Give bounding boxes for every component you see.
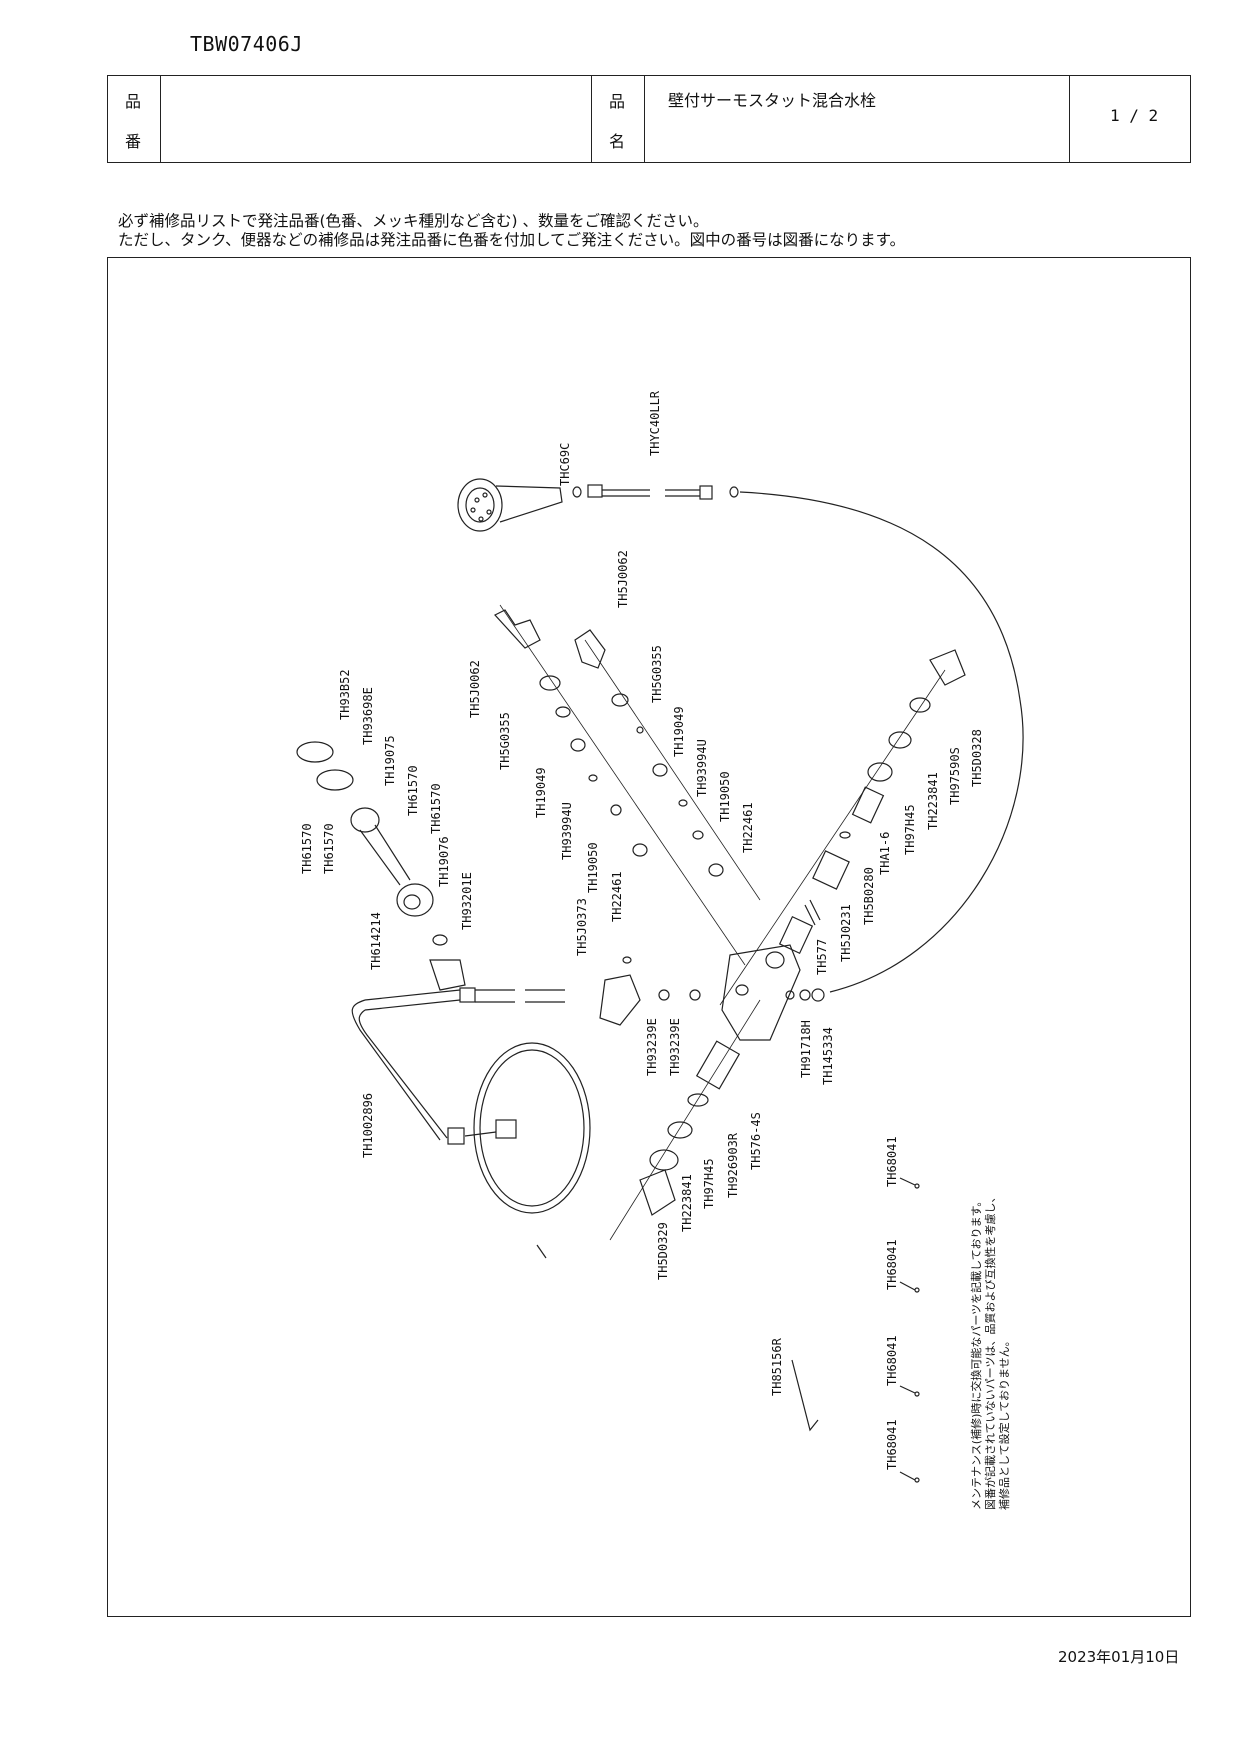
notice-line-1: 必ず補修品リストで発注品番(色番、メッキ種別など含む) 、数量をご確認ください。 xyxy=(118,212,709,230)
issue-date: 2023年01月10日 xyxy=(1058,1648,1180,1666)
part-no-label-top: 品 xyxy=(125,92,142,111)
label-TH68041-b: TH68041 xyxy=(885,1239,899,1290)
right-cartridge-stack xyxy=(778,649,966,955)
maintenance-note-line-1: メンテナンス(補修)時に交換可能なパーツを記載しております。 xyxy=(969,1196,983,1510)
label-TH926903R: TH926903R xyxy=(726,1132,740,1198)
label-TH5D0329: TH5D0329 xyxy=(656,1222,670,1280)
overhead-shower-plate xyxy=(464,1042,591,1214)
label-TH145334: TH145334 xyxy=(821,1027,835,1085)
label-THYC40LLR: THYC40LLR xyxy=(648,390,662,456)
label-TH68041-d: TH68041 xyxy=(885,1419,899,1470)
escutcheon-assembly xyxy=(296,741,466,991)
product-name: 壁付サーモスタット混合水栓 xyxy=(668,91,877,110)
part-no-label-bottom: 番 xyxy=(125,132,142,151)
maintenance-note-line-3: 補修品として設定しておりません。 xyxy=(997,1335,1011,1510)
label-TH1002896: TH1002896 xyxy=(361,1093,375,1158)
hook-hanger-right xyxy=(574,629,724,877)
label-TH19049-b: TH19049 xyxy=(534,767,548,818)
hex-key xyxy=(791,1359,819,1432)
label-TH576-4S: TH576-4S xyxy=(749,1112,763,1170)
label-THC69C: THC69C xyxy=(558,443,572,486)
label-TH22461-a: TH22461 xyxy=(741,802,755,853)
label-TH19050-b: TH19050 xyxy=(586,842,600,893)
label-TH5J0062-a: TH5J0062 xyxy=(616,550,630,608)
label-TH5J0373: TH5J0373 xyxy=(575,898,589,956)
lower-cartridge-stack xyxy=(639,1040,741,1216)
label-TH93B52: TH93B52 xyxy=(338,669,352,720)
label-THA1-6: THA1-6 xyxy=(878,832,892,875)
label-TH85156R: TH85156R xyxy=(770,1337,784,1396)
label-TH19076: TH19076 xyxy=(437,836,451,887)
label-TH22461-b: TH22461 xyxy=(610,871,624,922)
label-TH5G0355-b: TH5G0355 xyxy=(498,712,512,770)
label-TH19075: TH19075 xyxy=(383,735,397,786)
maintenance-note-line-2: 図番が記載されていないパーツは、品質および互換性を考慮し、 xyxy=(983,1192,997,1510)
label-TH5G0355-a: TH5G0355 xyxy=(650,645,664,703)
drawing-frame xyxy=(107,257,1191,1617)
hand-shower-head xyxy=(457,478,563,532)
screw-items xyxy=(899,1177,920,1483)
name-label-bottom: 名 xyxy=(609,132,626,151)
thermostat-valve-body xyxy=(721,944,825,1041)
label-TH93994U-b: TH93994U xyxy=(560,802,574,860)
part-number: TBW07406J xyxy=(190,32,303,56)
label-TH223841-b: TH223841 xyxy=(680,1174,694,1232)
label-TH68041-a: TH68041 xyxy=(885,1136,899,1187)
name-label-top: 品 xyxy=(609,92,626,111)
label-TH91718H: TH91718H xyxy=(799,1020,813,1078)
label-TH61570-d: TH61570 xyxy=(322,823,336,874)
label-TH223841-a: TH223841 xyxy=(926,772,940,830)
label-TH61570-a: TH61570 xyxy=(406,765,420,816)
label-TH93994U-a: TH93994U xyxy=(695,739,709,797)
notice-line-2: ただし、タンク、便器などの補修品は発注品番に色番を付加してご発注ください。図中の… xyxy=(118,231,906,249)
label-TH19049-a: TH19049 xyxy=(672,706,686,757)
label-TH5J0062-b: TH5J0062 xyxy=(468,660,482,718)
label-TH97590S: TH97590S xyxy=(948,747,962,805)
header-table xyxy=(107,75,1191,163)
label-TH97H45-b: TH97H45 xyxy=(702,1158,716,1209)
label-TH577: TH577 xyxy=(815,939,829,975)
label-TH614214: TH614214 xyxy=(369,912,383,970)
label-TH93201E: TH93201E xyxy=(460,872,474,930)
label-TH5D0328: TH5D0328 xyxy=(970,729,984,787)
label-TH68041-c: TH68041 xyxy=(885,1335,899,1386)
label-TH5B0280: TH5B0280 xyxy=(862,867,876,925)
diverter-knob xyxy=(599,956,701,1026)
shower-riser-pipe xyxy=(351,987,565,1145)
label-TH93698E: TH93698E xyxy=(361,687,375,745)
label-TH93239E-a: TH93239E xyxy=(645,1018,659,1076)
label-TH97H45-a: TH97H45 xyxy=(903,804,917,855)
shower-hose xyxy=(739,491,1024,993)
label-TH61570-b: TH61570 xyxy=(429,783,443,834)
page-number: 1 / 2 xyxy=(1110,106,1159,125)
label-TH61570-c: TH61570 xyxy=(300,823,314,874)
hook-hanger-left xyxy=(494,609,648,857)
label-TH93239E-b: TH93239E xyxy=(668,1018,682,1076)
wrench-item xyxy=(536,1244,547,1259)
label-TH5J0231: TH5J0231 xyxy=(839,904,853,962)
label-TH19050-a: TH19050 xyxy=(718,771,732,822)
